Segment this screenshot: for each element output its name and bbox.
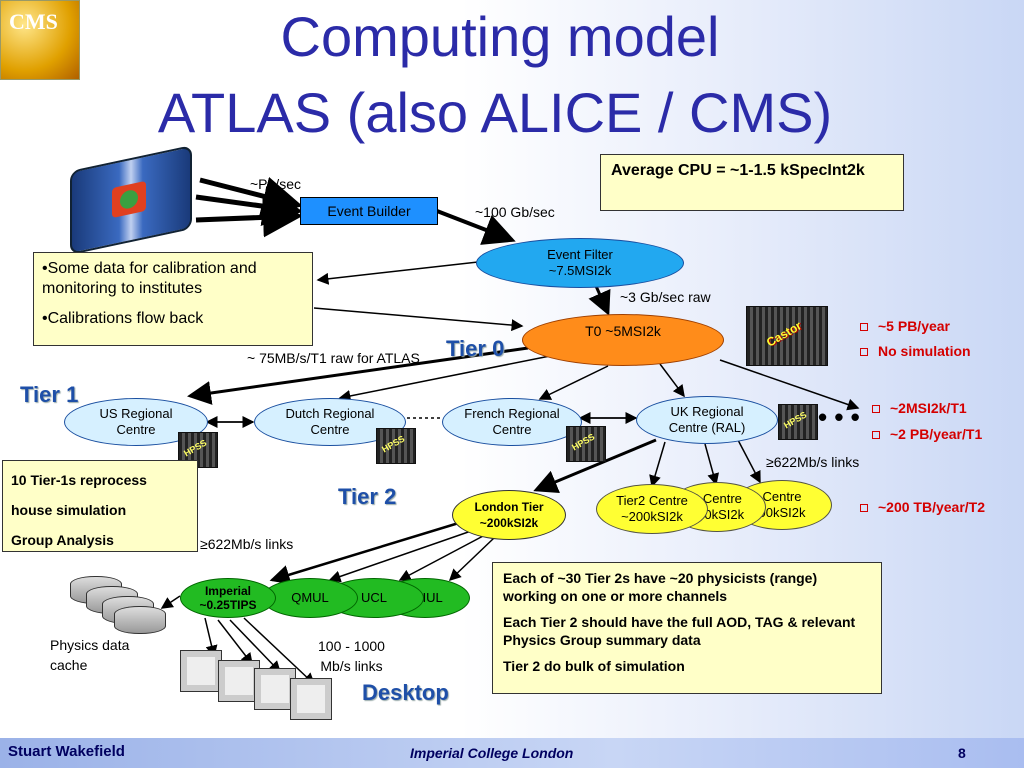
note-no-simulation: No simulation — [860, 343, 971, 359]
castor-server-image: Castor — [746, 306, 828, 366]
castor-label: Castor — [764, 318, 804, 350]
links-100-1000-label: 100 - 1000 Mb/s links — [318, 638, 385, 674]
links-622-left: ≥622Mb/s links — [200, 536, 294, 552]
tier2-centre-front: Tier2 Centre~200kSI2k — [596, 484, 708, 534]
footer-page-number: 8 — [958, 745, 966, 761]
page-title: Computing model — [280, 5, 720, 68]
tier0-label: Tier 0 — [446, 336, 505, 361]
logo-text: CMS — [9, 9, 58, 34]
calibration-point-1: •Some data for calibration and monitorin… — [42, 260, 257, 297]
event-filter-node: Event Filter~7.5MSI2k — [476, 238, 684, 288]
event-builder-node: Event Builder — [300, 197, 438, 225]
t0-label: T0 ~5MSI2k — [585, 323, 661, 339]
desktop-computer-icon — [290, 678, 332, 720]
page-subtitle: ATLAS (also ALICE / CMS) — [157, 81, 833, 144]
average-cpu-box: Average CPU = ~1-1.5 kSpecInt2k — [600, 154, 904, 211]
tier2-description-box: Each of ~30 Tier 2s have ~20 physicists … — [492, 562, 882, 694]
note-2pb: ~2 PB/year/T1 — [872, 426, 982, 442]
qmul-node: QMUL — [262, 578, 358, 618]
footer-author: Stuart Wakefield — [8, 743, 125, 760]
tier1-label: Tier 1 — [20, 382, 79, 407]
disk-cache-icon — [70, 576, 166, 634]
event-filter-label: Event Filter — [547, 247, 613, 262]
footer-bar: Stuart Wakefield Imperial College London… — [0, 738, 1024, 768]
average-cpu-text: Average CPU = ~1-1.5 kSpecInt2k — [611, 162, 865, 179]
london-tier2-centre: London Tier~200kSI2k — [452, 490, 566, 540]
physics-data-cache-label: Physics data cache — [50, 637, 130, 673]
hpss-storage-icon: HPSS — [778, 404, 818, 440]
hpss-storage-icon: HPSS — [376, 428, 416, 464]
mb75-label: ~ 75MB/s/T1 raw for ATLAS — [247, 350, 420, 366]
desktop-label: Desktop — [362, 680, 449, 705]
hpss-storage-icon: HPSS — [566, 426, 606, 462]
footer-institution: Imperial College London — [410, 745, 574, 761]
desktop-computer-icon — [180, 650, 222, 692]
calibration-box: •Some data for calibration and monitorin… — [33, 252, 313, 346]
event-filter-capacity: ~7.5MSI2k — [548, 263, 612, 278]
pb-sec-label: ~Pb/sec — [250, 176, 301, 192]
desktop-computer-icon — [254, 668, 296, 710]
gb3-label: ~3 Gb/sec raw — [620, 289, 711, 305]
gb100-label: ~100 Gb/sec — [475, 204, 555, 220]
cms-logo: CMS — [0, 0, 80, 80]
t0-node: T0 ~5MSI2k — [522, 314, 724, 366]
tier2-label: Tier 2 — [338, 484, 397, 509]
desktop-computer-icon — [218, 660, 260, 702]
more-centres-dots: • • • — [818, 402, 860, 432]
note-2msi2k: ~2MSI2k/T1 — [872, 400, 967, 416]
note-200tb: ~200 TB/year/T2 — [860, 499, 985, 515]
tier1-description-box: 10 Tier-1s reprocess house simulation Gr… — [2, 460, 198, 552]
calibration-point-2: •Calibrations flow back — [42, 310, 204, 327]
imperial-node: Imperial~0.25TIPS — [180, 578, 276, 618]
event-builder-label: Event Builder — [327, 203, 411, 219]
links-622-right: ≥622Mb/s links — [766, 454, 860, 470]
note-5pb: ~5 PB/year — [860, 318, 950, 334]
